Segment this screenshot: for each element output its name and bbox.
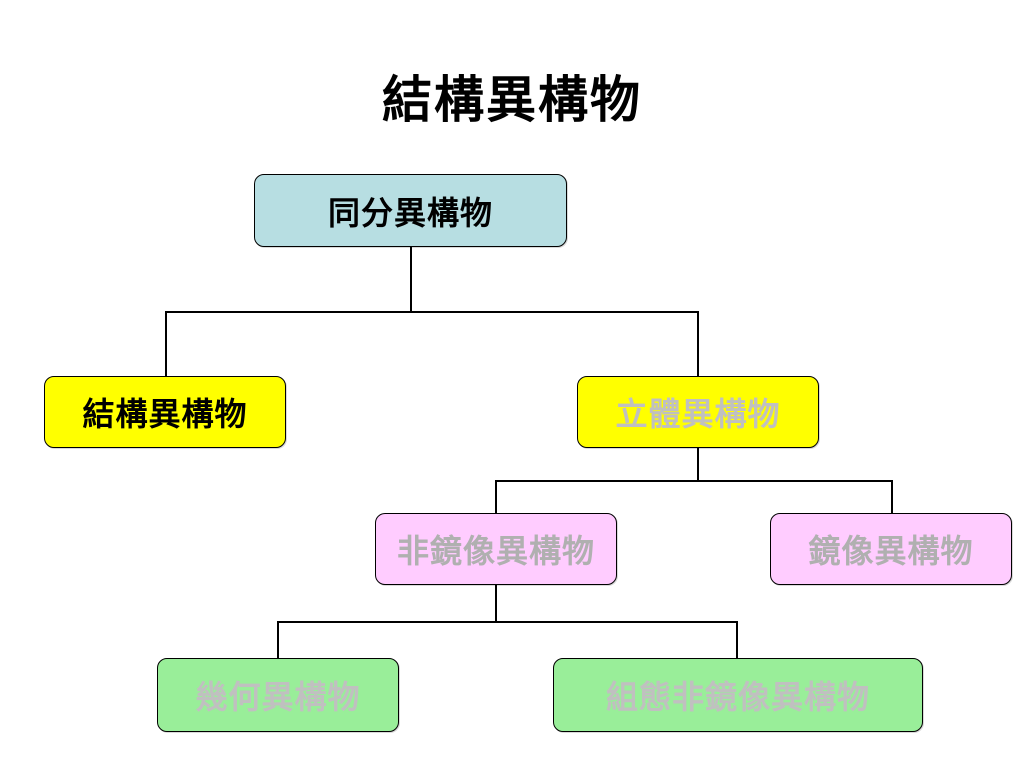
node-label: 組態非鏡像異構物 (605, 678, 870, 716)
node-geometric-isomer: 幾何異構物 (157, 658, 399, 732)
node-enantiomer: 鏡像異構物 (770, 513, 1012, 585)
node-label: 幾何異構物 (195, 678, 361, 716)
node-stereoisomer: 立體異構物 (577, 376, 819, 448)
page-title: 結構異構物 (382, 70, 642, 129)
connector-line (697, 311, 699, 377)
connector-line (277, 621, 737, 623)
node-label: 同分異構物 (327, 193, 493, 232)
node-diastereomer: 非鏡像異構物 (375, 513, 617, 585)
connector-line (495, 480, 497, 514)
node-label: 立體異構物 (615, 395, 781, 433)
connector-line (495, 480, 892, 482)
node-label: 鏡像異構物 (808, 532, 974, 570)
connector-line (410, 246, 412, 312)
node-label: 非鏡像異構物 (396, 532, 595, 570)
node-isomer-root: 同分異構物 (254, 174, 567, 247)
connector-line (495, 584, 497, 622)
connector-line (277, 621, 279, 659)
connector-line (891, 480, 893, 514)
node-structural-isomer: 結構異構物 (44, 376, 286, 448)
connector-line (697, 448, 699, 481)
node-configurational-diastereomer: 組態非鏡像異構物 (553, 658, 923, 732)
connector-line (736, 621, 738, 659)
node-label: 結構異構物 (82, 395, 248, 433)
connector-line (165, 311, 167, 377)
connector-line (165, 311, 698, 313)
